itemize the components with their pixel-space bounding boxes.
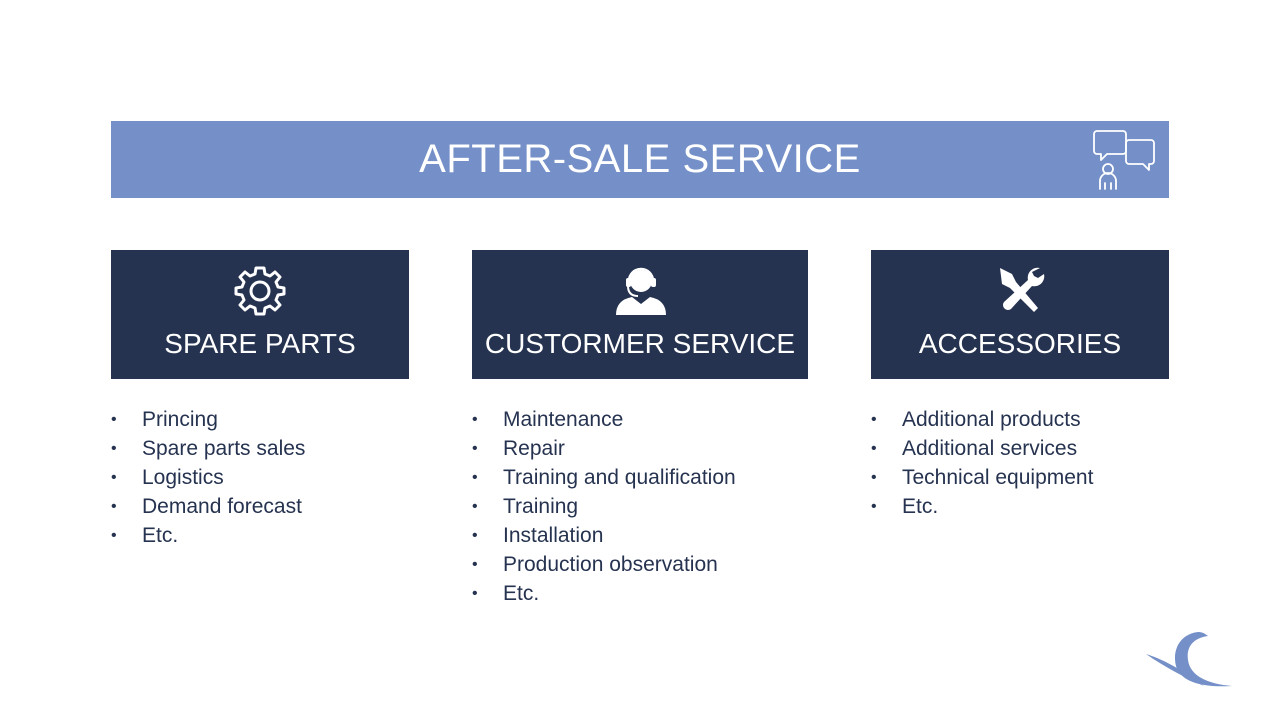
card-spare-parts: SPARE PARTS (111, 250, 409, 379)
list-item: Repair (472, 434, 736, 463)
company-logo-icon (1146, 632, 1232, 687)
page-title: AFTER-SALE SERVICE (419, 137, 861, 181)
card-title-spare-parts: SPARE PARTS (164, 328, 356, 359)
list-item: Etc. (871, 492, 1093, 521)
card-customer-service: CUSTORMER SERVICE (472, 250, 808, 379)
list-item: Maintenance (472, 405, 736, 434)
spare-parts-list: Princing Spare parts sales Logistics Dem… (111, 405, 305, 550)
list-item: Etc. (472, 579, 736, 608)
customer-service-list: Maintenance Repair Training and qualific… (472, 405, 736, 608)
list-item: Additional products (871, 405, 1093, 434)
list-item: Production observation (472, 550, 736, 579)
tools-icon (1000, 267, 1045, 312)
list-item: Logistics (111, 463, 305, 492)
list-item: Additional services (871, 434, 1093, 463)
card-title-customer-service: CUSTORMER SERVICE (484, 328, 796, 359)
list-item: Etc. (111, 521, 305, 550)
card-accessories: ACCESSORIES (871, 250, 1169, 379)
headset-agent-icon (616, 267, 666, 315)
list-item: Princing (111, 405, 305, 434)
list-item: Technical equipment (871, 463, 1093, 492)
chat-support-icon (1093, 130, 1155, 190)
list-item: Demand forecast (111, 492, 305, 521)
gear-icon (234, 266, 286, 316)
list-item: Installation (472, 521, 736, 550)
list-item: Training (472, 492, 736, 521)
card-title-accessories: ACCESSORIES (918, 328, 1122, 359)
list-item: Spare parts sales (111, 434, 305, 463)
list-item: Training and qualification (472, 463, 736, 492)
accessories-list: Additional products Additional services … (871, 405, 1093, 521)
banner: AFTER-SALE SERVICE (111, 121, 1169, 198)
